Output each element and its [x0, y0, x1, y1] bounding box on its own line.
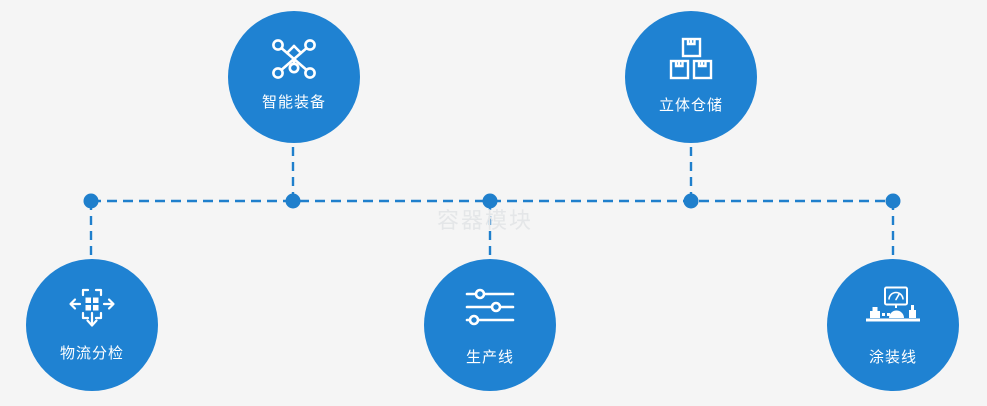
junction-dot-stereo-warehouse — [683, 193, 699, 209]
junction-dot-painting-line — [885, 193, 901, 209]
stacked-boxes-icon — [660, 33, 722, 85]
network-nodes-icon — [263, 33, 325, 85]
node-label-logistics-sorting: 物流分检 — [59, 344, 124, 362]
sorting-arrows-icon — [61, 281, 123, 333]
node-label-painting-line: 涂装线 — [868, 348, 917, 366]
junction-dot-intelligent-equipment — [285, 193, 301, 209]
node-intelligent-equipment[interactable]: 智能装备 — [228, 11, 360, 143]
node-label-production-line: 生产线 — [465, 348, 514, 366]
factory-machine-icon — [862, 281, 924, 333]
node-label-intelligent-equipment: 智能装备 — [261, 93, 326, 111]
node-logistics-sorting[interactable]: 物流分检 — [26, 259, 158, 391]
node-production-line[interactable]: 生产线 — [424, 259, 556, 391]
node-label-stereo-warehouse: 立体仓储 — [658, 96, 723, 114]
node-painting-line[interactable]: 涂装线 — [827, 259, 959, 391]
junction-dot-logistics-sorting — [83, 193, 99, 209]
node-stereo-warehouse[interactable]: 立体仓储 — [625, 11, 757, 143]
watermark-text: 容器模块 — [437, 209, 534, 234]
sliders-icon — [459, 281, 521, 333]
junction-dot-production-line — [482, 193, 498, 209]
